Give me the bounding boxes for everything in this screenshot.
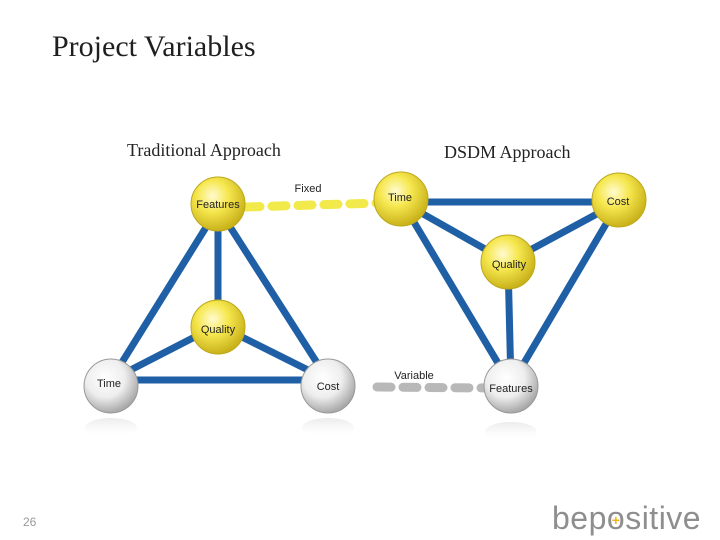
node-traditional-time: Time [83,358,139,414]
reflection [485,422,537,442]
fixed-connector [241,198,385,212]
dsdm-edges [398,198,623,389]
plus-icon: + [611,512,621,529]
traditional-heading: Traditional Approach [127,140,281,160]
node-traditional-features: Features [190,176,246,232]
node-label: Quality [201,324,236,336]
reflection [302,418,354,438]
logo-o-plus: o+ [606,500,626,536]
node-label: Features [489,383,533,395]
node-traditional-cost: Cost [300,358,356,414]
fixed-label: Fixed [295,183,322,195]
variable-connector [372,382,493,393]
node-label: Time [388,192,412,204]
page-number: 26 [23,515,37,529]
node-label: Features [196,199,240,211]
node-label: Quality [492,259,527,271]
node-dsdm-cost: Cost [591,172,647,228]
slide-title: Project Variables [52,30,256,63]
logo-text-start: bep [552,500,607,536]
node-dsdm-features: Features [483,358,539,414]
node-label: Time [97,378,121,390]
logo-text-end: sitive [625,500,702,536]
variable-label: Variable [394,370,434,382]
node-dsdm-time: Time [373,171,429,227]
bepositive-logo: bepo+sitive [552,500,701,537]
node-label: Cost [317,381,340,393]
reflection [85,418,137,438]
node-label: Cost [607,196,630,208]
node-dsdm-quality: Quality [480,234,536,290]
node-traditional-quality: Quality [190,299,246,355]
dsdm-heading: DSDM Approach [444,142,571,162]
